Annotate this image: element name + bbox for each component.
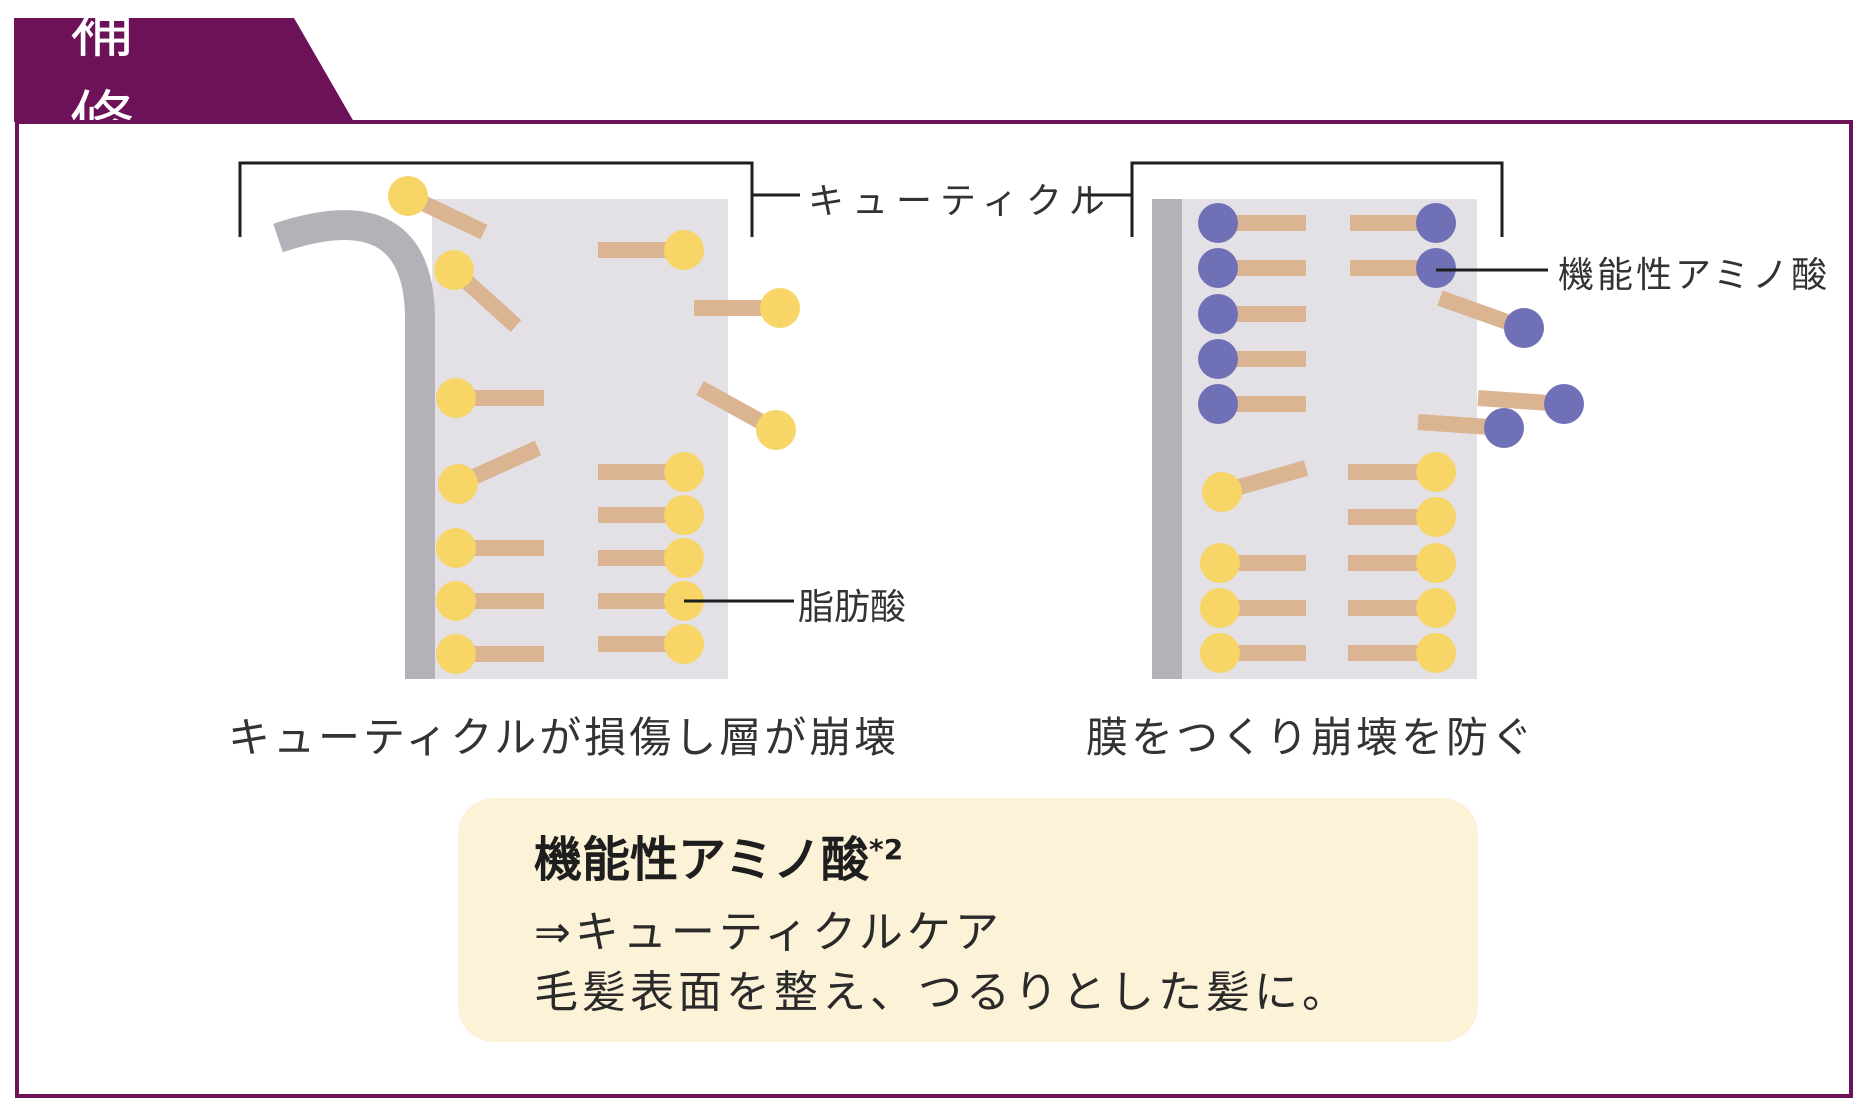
- fatty-acid-head: [1200, 543, 1240, 583]
- fatty-acid-head: [1202, 472, 1242, 512]
- info-line-1: ⇒キューティクルケア: [534, 907, 1003, 958]
- amino-acid-head: [1198, 248, 1238, 288]
- content-frame: [15, 120, 1853, 1098]
- fatty-acid-label: 脂肪酸: [798, 587, 907, 628]
- fatty-acid-head: [436, 528, 476, 568]
- amino-acid-head: [1504, 308, 1544, 348]
- amino-acid-head: [1198, 384, 1238, 424]
- fatty-acid-head: [388, 176, 428, 216]
- cuticle-bracket-right: [1130, 161, 1504, 237]
- info-title-superscript: *2: [869, 833, 904, 866]
- info-title: 機能性アミノ酸*2: [534, 820, 903, 890]
- fatty-acid-head: [438, 464, 478, 504]
- amino-acid-head: [1198, 294, 1238, 334]
- damaged-cuticle-panel: [238, 161, 800, 679]
- amino-acid-head: [1198, 203, 1238, 243]
- amino-acid-head: [1484, 408, 1524, 448]
- fatty-acid-molecules-right: [1200, 452, 1456, 673]
- fatty-acid-head: [436, 634, 476, 674]
- amino-acid-head: [1544, 384, 1584, 424]
- amino-acid-head: [1416, 203, 1456, 243]
- fatty-acid-head: [1200, 588, 1240, 628]
- fatty-acid-head: [1416, 497, 1456, 537]
- info-box: 機能性アミノ酸*2 ⇒キューティクルケア 毛髪表面を整え、つるりとした髪に。: [458, 798, 1478, 1042]
- fatty-acid-head: [1416, 633, 1456, 673]
- amino-acid-head: [1416, 248, 1456, 288]
- fatty-acid-head: [664, 452, 704, 492]
- fatty-acid-head: [436, 378, 476, 418]
- fatty-acid-head: [436, 581, 476, 621]
- cuticle-bracket-left: [238, 161, 754, 237]
- info-title-text: 機能性アミノ酸: [534, 832, 870, 888]
- right-caption: 膜をつくり崩壊を防ぐ: [1086, 713, 1537, 762]
- cuticle-peeling-edge: [273, 210, 435, 679]
- cuticle-label: キューティクル: [808, 181, 1113, 222]
- fatty-acid-head: [760, 288, 800, 328]
- fatty-acid-head: [434, 250, 474, 290]
- protected-cuticle-panel: [1080, 161, 1584, 679]
- fatty-acid-molecules: [388, 176, 800, 674]
- fatty-acid-head: [1416, 588, 1456, 628]
- fatty-acid-head: [1200, 633, 1240, 673]
- info-line-2: 毛髪表面を整え、つるりとした髪に。: [534, 967, 1350, 1018]
- fatty-acid-head: [664, 495, 704, 535]
- amino-acid-molecules: [1198, 203, 1584, 448]
- fatty-acid-head: [664, 624, 704, 664]
- title-tab: [14, 18, 354, 122]
- fatty-acid-head: [1416, 452, 1456, 492]
- fatty-acid-head: [664, 230, 704, 270]
- amino-acid-label: 機能性アミノ酸: [1558, 255, 1831, 296]
- fatty-acid-head: [1416, 543, 1456, 583]
- left-caption: キューティクルが損傷し層が崩壊: [228, 713, 900, 762]
- amino-acid-head: [1198, 339, 1238, 379]
- cuticle-edge: [1152, 199, 1182, 679]
- fatty-acid-head: [664, 538, 704, 578]
- fatty-acid-head: [756, 410, 796, 450]
